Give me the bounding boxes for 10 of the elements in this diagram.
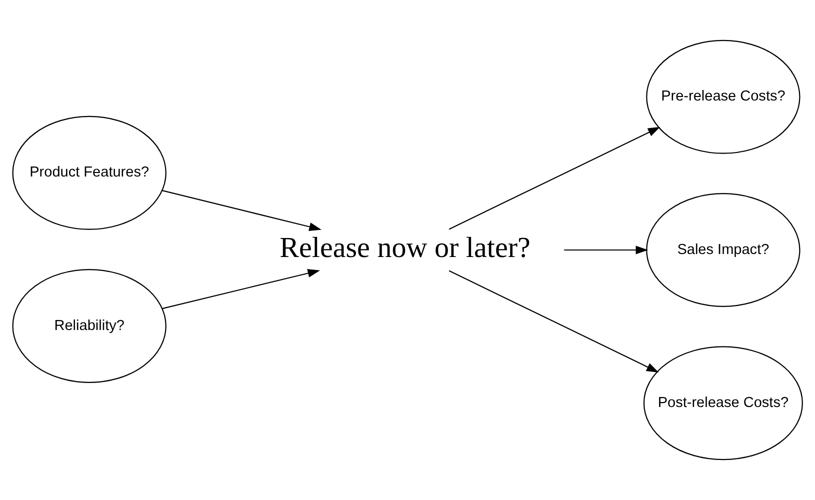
arrow [564, 246, 648, 254]
node-ellipse: Post-release Costs? [643, 346, 803, 460]
node-text: Release now or later? [280, 232, 530, 264]
arrow [162, 190, 322, 231]
node-ellipse: Sales Impact? [646, 193, 800, 307]
node-ellipse: Reliability? [12, 269, 166, 383]
arrow [448, 126, 660, 230]
arrow [162, 269, 320, 310]
node-ellipse: Product Features? [12, 116, 166, 230]
arrow [448, 270, 659, 372]
